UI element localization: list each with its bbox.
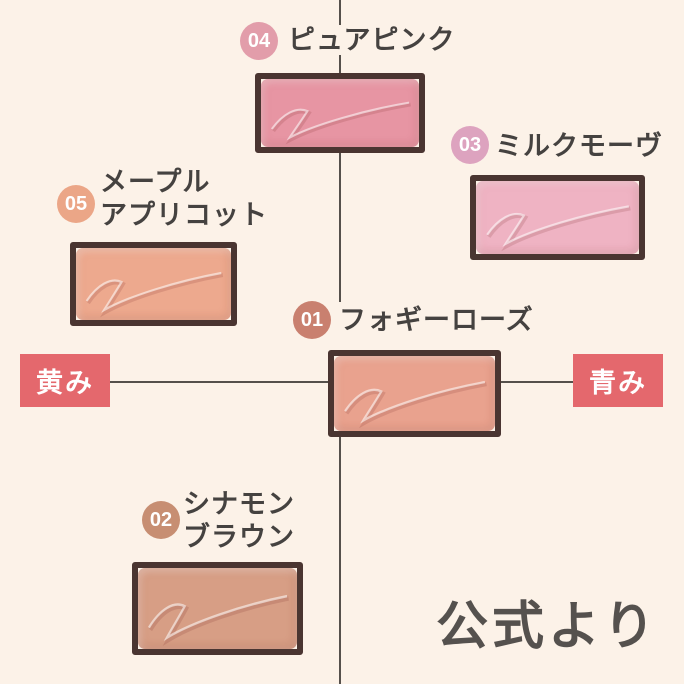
credit-text: 公式より (436, 598, 659, 656)
blush-pan-maple-apricot (70, 242, 237, 326)
axis-label-blue: 青み (573, 354, 663, 407)
blush-pan-foggy-rose (328, 350, 501, 437)
wave-emboss-icon (344, 380, 487, 429)
vertical-axis-line (339, 153, 341, 302)
product-name-line1: シナモン (183, 489, 295, 519)
product-number-badge-04: 04 (240, 22, 278, 60)
vertical-axis-line (339, 0, 341, 25)
wave-emboss-icon (486, 205, 631, 252)
wave-emboss-icon (148, 594, 289, 647)
wave-emboss-icon (85, 271, 224, 318)
vertical-axis-line (339, 55, 341, 73)
product-name-maple-apricot: メープル アプリコット (100, 166, 268, 232)
product-name-pure-pink: ピュアピンク (288, 25, 456, 55)
product-name-cinnamon-brown: シナモン ブラウン (183, 488, 295, 554)
blush-pan-cinnamon-brown (132, 562, 303, 655)
product-name-line2: ブラウン (183, 522, 295, 552)
vertical-axis-line (339, 437, 341, 684)
axis-label-yellow: 黄み (20, 354, 110, 407)
blush-pan-milk-mauve (470, 175, 645, 260)
product-name-foggy-rose: フォギーローズ (339, 305, 534, 335)
product-number-badge-02: 02 (142, 501, 180, 539)
product-number-badge-05: 05 (57, 185, 95, 223)
wave-emboss-icon (270, 101, 411, 145)
product-number-badge-03: 03 (451, 126, 489, 164)
product-name-line1: メープル (100, 167, 211, 197)
blush-pan-pure-pink (255, 73, 425, 153)
product-number-badge-01: 01 (293, 301, 331, 339)
product-name-line2: アプリコット (100, 200, 268, 230)
product-name-milk-mauve: ミルクモーヴ (495, 131, 663, 161)
